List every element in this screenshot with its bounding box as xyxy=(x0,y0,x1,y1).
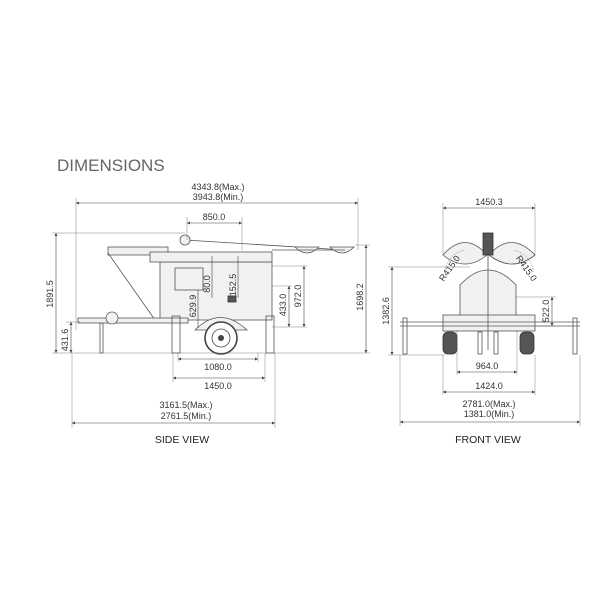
dim-1450: 1450.0 xyxy=(204,381,232,391)
radius-left: R415.0 xyxy=(437,254,462,284)
page-title: DIMENSIONS xyxy=(57,156,165,175)
front-view-label: FRONT VIEW xyxy=(455,434,521,446)
dim-433: 433.0 xyxy=(278,294,288,317)
radius-right: R415.0 xyxy=(514,254,539,284)
dim-972: 972.0 xyxy=(293,285,303,308)
track-width: 964.0 xyxy=(476,361,499,371)
side-view-dimensions: 4343.8(Max.) 3943.8(Min.) 850.0 1891.5 4… xyxy=(45,182,370,446)
dim-522: 522.0 xyxy=(541,300,551,323)
mast-height: 1698.2 xyxy=(355,283,365,311)
base-length-max: 3161.5(Max.) xyxy=(159,400,212,410)
right-wheel-icon xyxy=(519,331,535,355)
front-view-trailer-drawing xyxy=(400,232,580,355)
mast-offset: 850.0 xyxy=(203,212,226,222)
overall-length-max: 4343.8(Max.) xyxy=(191,182,244,192)
base-length-min: 2761.5(Min.) xyxy=(161,411,212,421)
dim-152: 152.5 xyxy=(228,274,238,297)
overall-length-min: 3943.8(Min.) xyxy=(193,192,244,202)
side-view-trailer-drawing xyxy=(77,234,355,355)
overall-height: 1891.5 xyxy=(45,280,55,308)
dim-80: 80.0 xyxy=(202,275,212,293)
side-view-label: SIDE VIEW xyxy=(155,434,209,446)
hitch-height: 431.6 xyxy=(60,329,70,352)
front-height: 1382.6 xyxy=(381,297,391,325)
axle-width: 1424.0 xyxy=(475,381,503,391)
outrigger-max: 2781.0(Max.) xyxy=(462,399,515,409)
dim-629: 629.9 xyxy=(188,295,198,318)
outrigger-min: 1381.0(Min.) xyxy=(464,409,515,419)
left-wheel-icon xyxy=(442,331,458,355)
lamp-width: 1450.3 xyxy=(475,197,503,207)
dim-1080: 1080.0 xyxy=(204,362,232,372)
